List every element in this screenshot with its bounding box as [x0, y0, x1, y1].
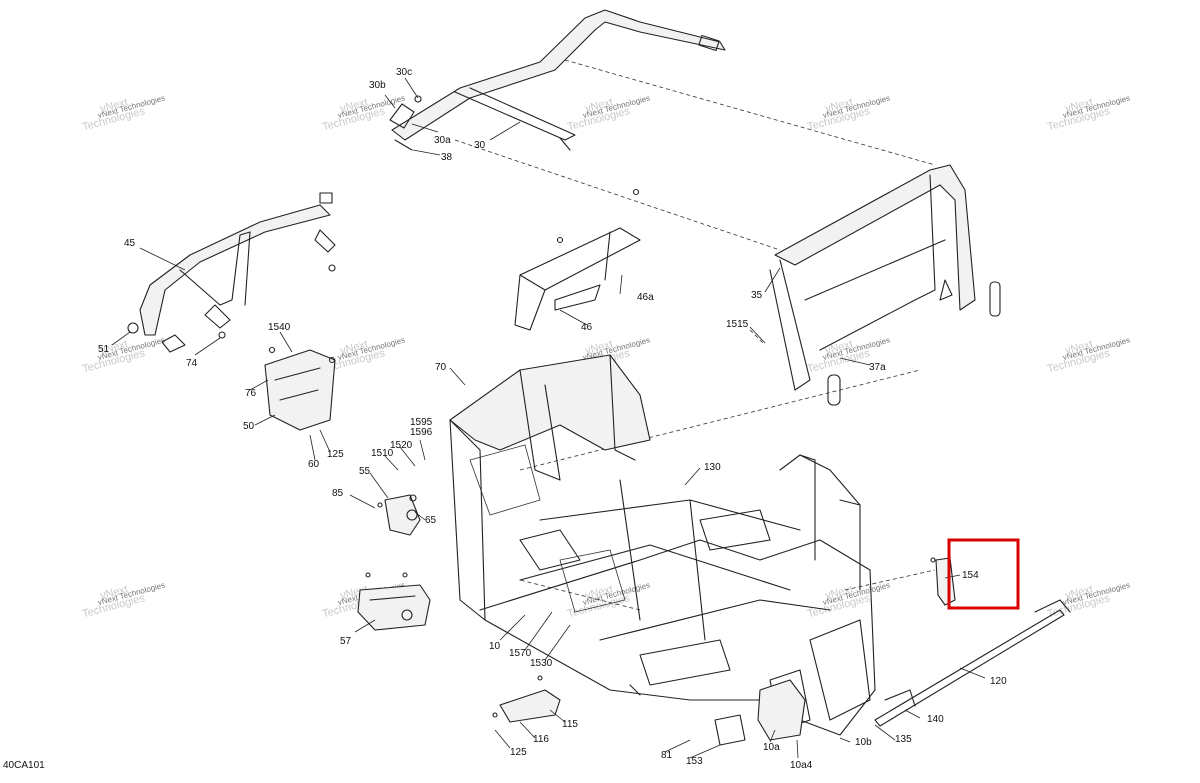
callout-1530[interactable]: 1530 — [530, 658, 553, 669]
callout-76[interactable]: 76 — [245, 388, 257, 399]
roll-cage-rear-hoop — [769, 164, 1001, 406]
callout-135[interactable]: 135 — [895, 734, 912, 745]
front-bumper-tube — [127, 192, 336, 353]
callout-1520[interactable]: 1520 — [390, 440, 413, 451]
callout-65[interactable]: 65 — [425, 515, 437, 526]
bracket-assembly-57 — [357, 572, 431, 631]
callout-labels: 30c 30b 30a 30 38 45 51 74 46 46a 35 151… — [98, 67, 1007, 771]
leader-lines — [111, 77, 986, 759]
callout-1570[interactable]: 1570 — [509, 648, 532, 659]
skid-bracket-115 — [492, 675, 561, 723]
upper-frame-bracket — [514, 188, 641, 331]
callout-116[interactable]: 116 — [533, 734, 549, 745]
callout-50[interactable]: 50 — [243, 421, 255, 432]
callout-140[interactable]: 140 — [927, 714, 944, 725]
callout-1595[interactable]: 1595 — [410, 417, 433, 428]
bracket-assembly-55 — [377, 494, 421, 536]
roll-cage-front-bar — [389, 9, 726, 151]
callout-115[interactable]: 115 — [562, 719, 578, 730]
callout-55[interactable]: 55 — [359, 466, 371, 477]
callout-1540[interactable]: 1540 — [268, 322, 291, 333]
callout-35[interactable]: 35 — [751, 290, 763, 301]
callout-38[interactable]: 38 — [441, 152, 453, 163]
callout-10a4[interactable]: 10a4 — [790, 760, 813, 771]
callout-37a[interactable]: 37a — [869, 362, 886, 373]
callout-125-upper[interactable]: 125 — [327, 449, 344, 460]
callout-70[interactable]: 70 — [435, 362, 447, 373]
callout-1510[interactable]: 1510 — [371, 448, 394, 459]
callout-10a[interactable]: 10a — [763, 742, 780, 753]
callout-10[interactable]: 10 — [489, 641, 501, 652]
callout-120[interactable]: 120 — [990, 676, 1007, 687]
callout-81[interactable]: 81 — [661, 750, 673, 761]
callout-51[interactable]: 51 — [98, 344, 110, 355]
skid-bracket-10a — [714, 679, 806, 746]
callout-30b[interactable]: 30b — [369, 80, 386, 91]
bracket-assembly-50 — [264, 346, 336, 431]
callout-30c[interactable]: 30c — [396, 67, 412, 78]
diagram-reference-code: 40CA101 — [3, 760, 45, 771]
callout-154[interactable]: 154 — [962, 570, 979, 581]
callout-45[interactable]: 45 — [124, 238, 136, 249]
main-chassis-frame — [449, 354, 876, 736]
callout-130[interactable]: 130 — [704, 462, 721, 473]
highlight-box-154 — [947, 538, 1020, 610]
callout-30a[interactable]: 30a — [434, 135, 451, 146]
callout-10b[interactable]: 10b — [855, 737, 872, 748]
callout-60[interactable]: 60 — [308, 459, 320, 470]
callout-46a[interactable]: 46a — [637, 292, 654, 303]
callout-125-lower[interactable]: 125 — [510, 747, 527, 758]
rod-120 — [874, 599, 1071, 727]
callout-1515[interactable]: 1515 — [726, 319, 749, 330]
guide-lines — [454, 59, 936, 611]
callout-85[interactable]: 85 — [332, 488, 344, 499]
callout-30[interactable]: 30 — [474, 140, 486, 151]
callout-153[interactable]: 153 — [686, 756, 703, 767]
part-154-bracket — [930, 557, 956, 606]
callout-74[interactable]: 74 — [186, 358, 198, 369]
callout-46[interactable]: 46 — [581, 322, 593, 333]
callout-1596[interactable]: 1596 — [410, 427, 433, 438]
callout-57[interactable]: 57 — [340, 636, 352, 647]
